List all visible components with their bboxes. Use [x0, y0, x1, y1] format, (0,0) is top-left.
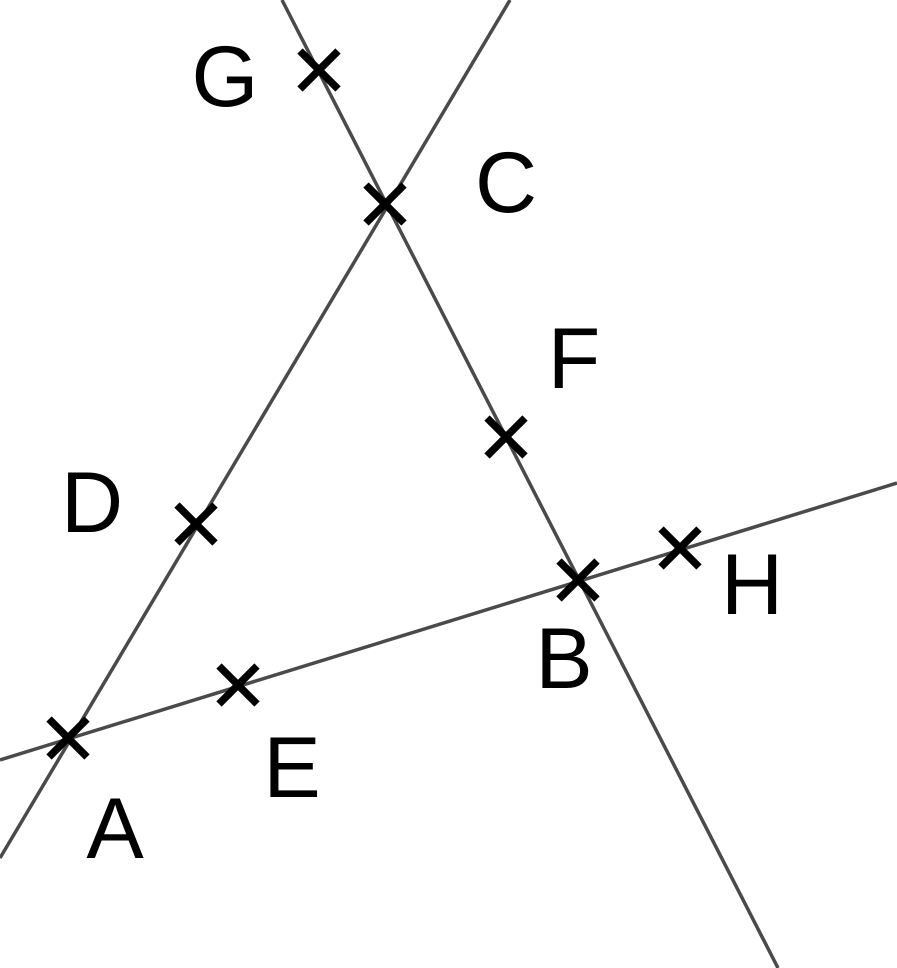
marker-h: [658, 526, 702, 570]
marker-a-stroke: [46, 716, 90, 760]
label-d: D: [61, 455, 123, 551]
label-b: B: [535, 611, 592, 707]
marker-e-stroke: [216, 663, 260, 707]
point-markers: [46, 48, 702, 760]
label-c: C: [475, 135, 537, 231]
label-e: E: [263, 720, 320, 816]
marker-d-stroke: [174, 502, 218, 546]
marker-h-stroke: [658, 526, 702, 570]
label-f: F: [548, 311, 601, 407]
label-h: H: [721, 537, 783, 633]
label-g: G: [192, 29, 259, 125]
marker-b: [556, 558, 600, 602]
marker-a: [46, 716, 90, 760]
marker-e: [216, 663, 260, 707]
marker-d: [174, 502, 218, 546]
marker-f-stroke: [484, 415, 528, 459]
line-ac: [0, 0, 512, 859]
label-a: A: [86, 781, 144, 877]
marker-c: [363, 182, 407, 226]
marker-g-stroke: [297, 48, 341, 92]
marker-b-stroke: [556, 558, 600, 602]
line-bc: [280, 0, 780, 968]
marker-g: [297, 48, 341, 92]
marker-c-stroke: [363, 182, 407, 226]
marker-f: [484, 415, 528, 459]
point-labels: A B C D E F G H: [61, 29, 783, 877]
line-ab: [0, 481, 897, 762]
